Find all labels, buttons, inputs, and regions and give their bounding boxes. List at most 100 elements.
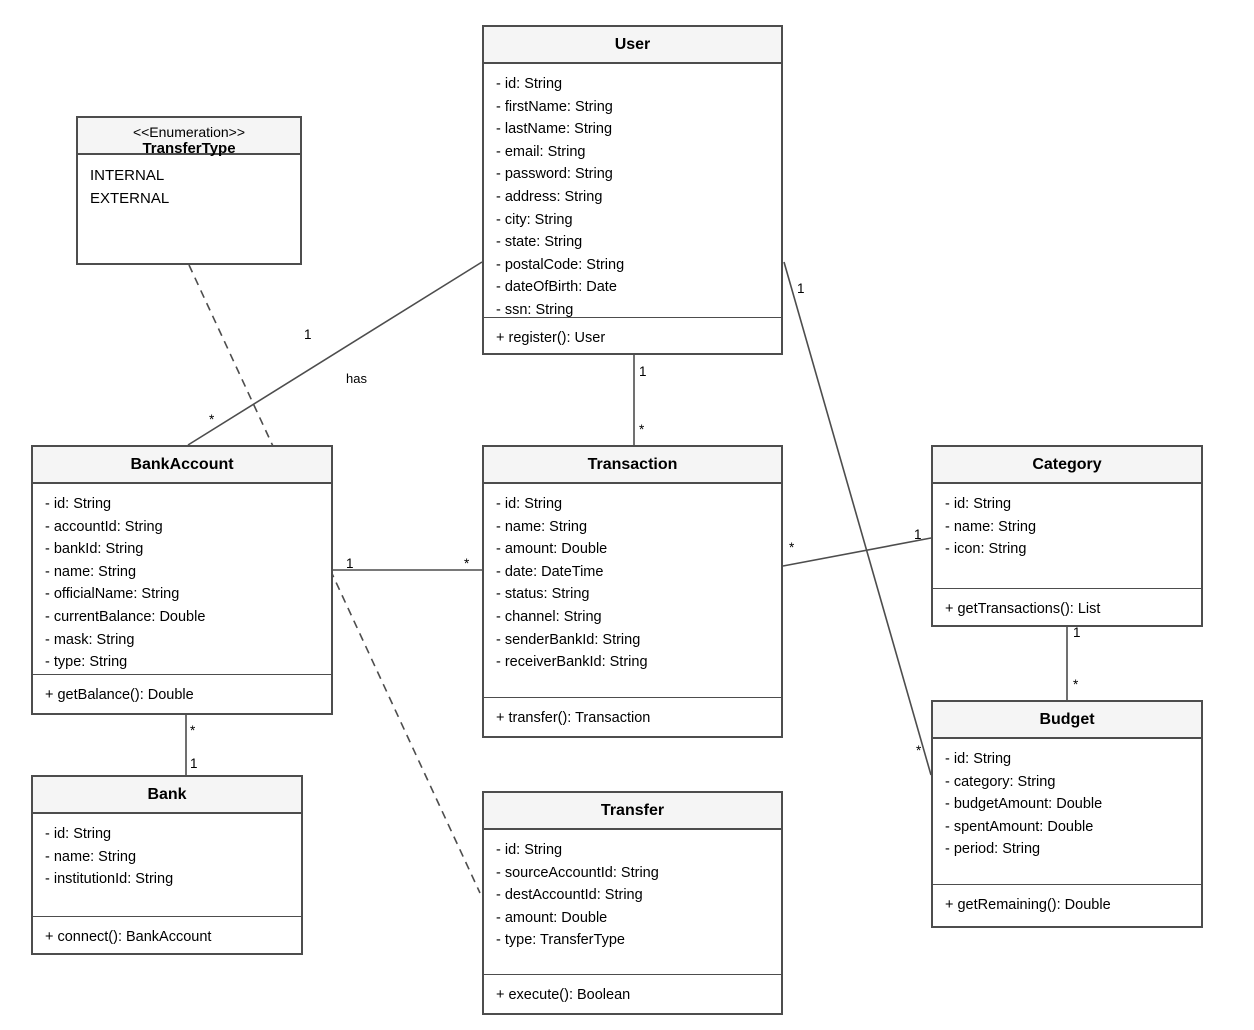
class-name-transfertype: TransferType [142,140,236,157]
attribute-row: - date: DateTime [496,563,604,580]
attribute-row: - id: String [45,826,112,842]
stereotype-label-enumeration: <<Enumeration>> [132,124,246,140]
attribute-row: - address: String [496,188,603,205]
enum-literal-row: EXTERNAL [90,190,170,207]
class-operations-transaction: + transfer(): Transaction [484,697,781,736]
multiplicity-user-budget-many: * [916,743,922,758]
multiplicity-user-budget-one: 1 [797,281,805,296]
class-name-bankaccount: BankAccount [130,455,234,473]
multiplicity-bankaccount-transaction-one: 1 [346,556,354,571]
class-header-bank: Bank [33,777,301,814]
class-header-transaction: Transaction [484,447,781,484]
operation-row: + register(): User [496,330,606,346]
attribute-row: - officialName: String [45,586,180,603]
edge-user-bankaccount [187,261,483,446]
attribute-row: - institutionId: String [45,871,174,888]
class-operations-bankaccount: + getBalance(): Double [33,674,331,713]
attribute-row: - postalCode: String [496,256,625,273]
class-operations-transfer: + execute(): Boolean [484,974,781,1013]
multiplicity-user-bankaccount-many: * [209,412,215,427]
class-attributes-transfer: - id: String - sourceAccountId: String -… [484,830,781,974]
multiplicity-bankaccount-bank-many: * [190,723,196,738]
attribute-row: - channel: String [496,608,602,625]
class-operations-bank: + connect(): BankAccount [33,916,301,955]
class-header-transfertype: <<Enumeration>> TransferType [78,118,300,157]
attribute-row: - state: String [496,234,583,251]
class-box-bank[interactable]: Bank - id: String - name: String - insti… [31,775,303,955]
attribute-row: - city: String [496,211,573,228]
class-attributes-transaction: - id: String - name: String - amount: Do… [484,484,781,697]
attribute-row: - status: String [496,586,590,603]
multiplicity-user-bankaccount-one: 1 [304,327,312,342]
class-box-budget[interactable]: Budget - id: String - category: String -… [931,700,1203,928]
operation-row: + transfer(): Transaction [496,710,651,726]
attribute-row: - amount: Double [496,541,608,558]
class-attributes-bank: - id: String - name: String - institutio… [33,814,301,916]
attribute-row: - lastName: String [496,121,613,138]
class-header-transfer: Transfer [484,793,781,830]
attribute-row: - destAccountId: String [496,887,643,904]
multiplicity-transaction-category-many: * [789,540,795,555]
attribute-row: - name: String [496,518,588,535]
attribute-row: - senderBankId: String [496,631,641,648]
operation-row: + getBalance(): Double [45,687,194,703]
class-header-category: Category [933,447,1201,484]
multiplicity-category-budget-one: 1 [1073,625,1081,640]
class-box-category[interactable]: Category - id: String - name: String - i… [931,445,1203,627]
multiplicity-transaction-category-one: 1 [914,527,922,542]
attribute-row: - id: String [496,842,563,858]
attribute-row: - receiverBankId: String [496,654,648,671]
class-box-transfertype[interactable]: <<Enumeration>> TransferType INTERNAL EX… [76,116,302,265]
class-name-transaction: Transaction [587,455,678,473]
class-attributes-user: - id: String - firstName: String - lastN… [484,64,781,318]
class-box-transaction[interactable]: Transaction - id: String - name: String … [482,445,783,738]
class-box-user[interactable]: User - id: String - firstName: String - … [482,25,783,355]
attribute-row: - spentAmount: Double [945,818,1094,835]
attribute-row: - mask: String [45,631,135,648]
attribute-row: - amount: Double [496,909,608,926]
attribute-row: - budgetAmount: Double [945,796,1103,813]
attribute-row: - id: String [496,496,563,512]
attribute-row: - ssn: String [496,301,574,318]
multiplicity-bankaccount-transaction-many: * [464,556,470,571]
class-header-bankaccount: BankAccount [33,447,331,484]
attribute-row: - name: String [45,848,137,865]
class-literals-transfertype: INTERNAL EXTERNAL [78,155,300,216]
attribute-row: - icon: String [945,541,1027,558]
attribute-row: - id: String [945,751,1012,767]
class-name-category: Category [1032,455,1102,473]
operation-row: + getTransactions(): List [945,601,1101,617]
attribute-row: - type: TransferType [496,932,625,949]
attribute-row: - email: String [496,143,586,160]
attribute-row: - type: String [45,654,128,671]
attribute-row: - sourceAccountId: String [496,864,659,881]
class-operations-budget: + getRemaining(): Double [933,884,1201,923]
class-attributes-budget: - id: String - category: String - budget… [933,739,1201,884]
attribute-row: - accountId: String [45,518,163,535]
class-name-bank: Bank [147,785,187,803]
attribute-row: - name: String [45,563,137,580]
edge-label-has: has [346,371,367,386]
attribute-row: - category: String [945,773,1056,790]
attribute-row: - period: String [945,841,1041,858]
attribute-row: - currentBalance: Double [45,608,206,625]
class-name-transfer: Transfer [600,801,665,819]
multiplicity-bankaccount-bank-one: 1 [190,756,198,771]
multiplicity-category-budget-many: * [1073,677,1079,692]
attribute-row: - id: String [945,496,1012,512]
edge-user-budget [783,261,932,776]
class-box-transfer[interactable]: Transfer - id: String - sourceAccountId:… [482,791,783,1015]
class-operations-category: + getTransactions(): List [933,588,1201,627]
operation-row: + execute(): Boolean [496,987,631,1003]
class-attributes-category: - id: String - name: String - icon: Stri… [933,484,1201,588]
class-box-bankaccount[interactable]: BankAccount - id: String - accountId: St… [31,445,333,715]
class-operations-user: + register(): User [484,317,781,356]
class-name-budget: Budget [1039,710,1095,728]
class-header-user: User [484,27,781,64]
attribute-row: - id: String [496,76,563,92]
multiplicity-user-transaction-many: * [639,422,645,437]
attribute-row: - password: String [496,166,613,183]
enum-literal-row: INTERNAL [90,167,165,184]
class-attributes-bankaccount: - id: String - accountId: String - bankI… [33,484,331,674]
attribute-row: - firstName: String [496,98,613,115]
